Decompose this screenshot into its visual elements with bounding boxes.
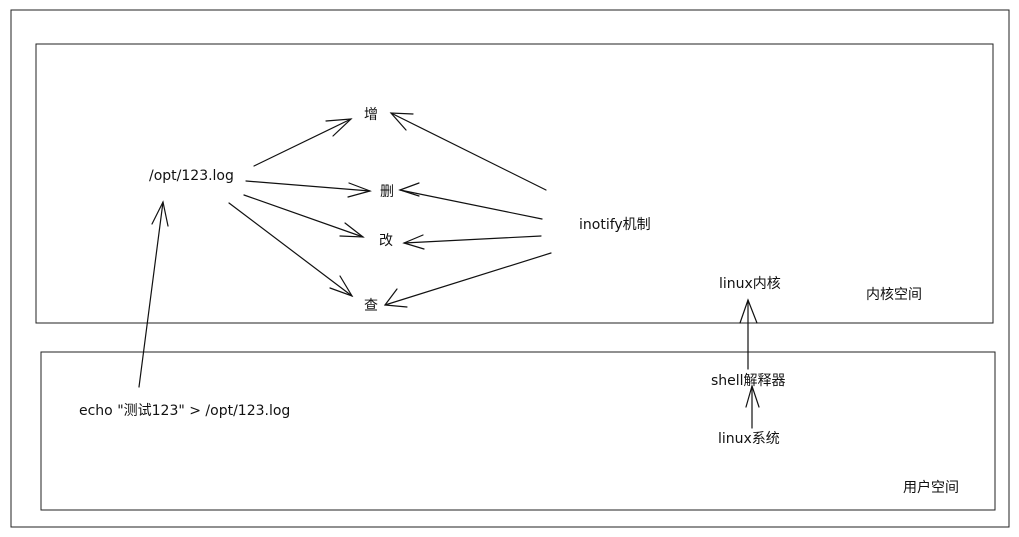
arrow-system-to-shell (745, 383, 760, 429)
kernel-label: linux内核 (719, 276, 781, 292)
arrow-inotify-to-add (389, 112, 547, 191)
op-modify-label: 改 (379, 233, 393, 249)
user-space-label: 用户空间 (903, 479, 959, 496)
op-query-label: 查 (364, 298, 378, 314)
shell-label: shell解释器 (711, 373, 786, 389)
outer-frame (10, 9, 1010, 528)
arrow-file-to-modify (243, 194, 365, 238)
arrow-shell-to-kernel (739, 298, 758, 370)
arrow-file-to-query (228, 202, 354, 298)
arrow-file-to-delete (245, 180, 372, 198)
arrow-file-to-add (253, 118, 353, 167)
arrow-inotify-to-query (383, 252, 552, 308)
file-path-label: /opt/123.log (149, 168, 234, 184)
arrow-inotify-to-delete (398, 182, 543, 220)
echo-command-label: echo "测试123" > /opt/123.log (79, 403, 290, 419)
kernel-space-label: 内核空间 (866, 287, 922, 303)
inotify-label: inotify机制 (579, 217, 651, 233)
kernel-space-box (35, 43, 994, 324)
arrow-inotify-to-modify (402, 234, 542, 250)
op-add-label: 增 (364, 107, 378, 123)
op-delete-label: 删 (380, 184, 394, 200)
arrow-echo-to-file (138, 200, 169, 388)
linux-system-label: linux系统 (718, 431, 780, 447)
user-space-box (40, 351, 996, 511)
